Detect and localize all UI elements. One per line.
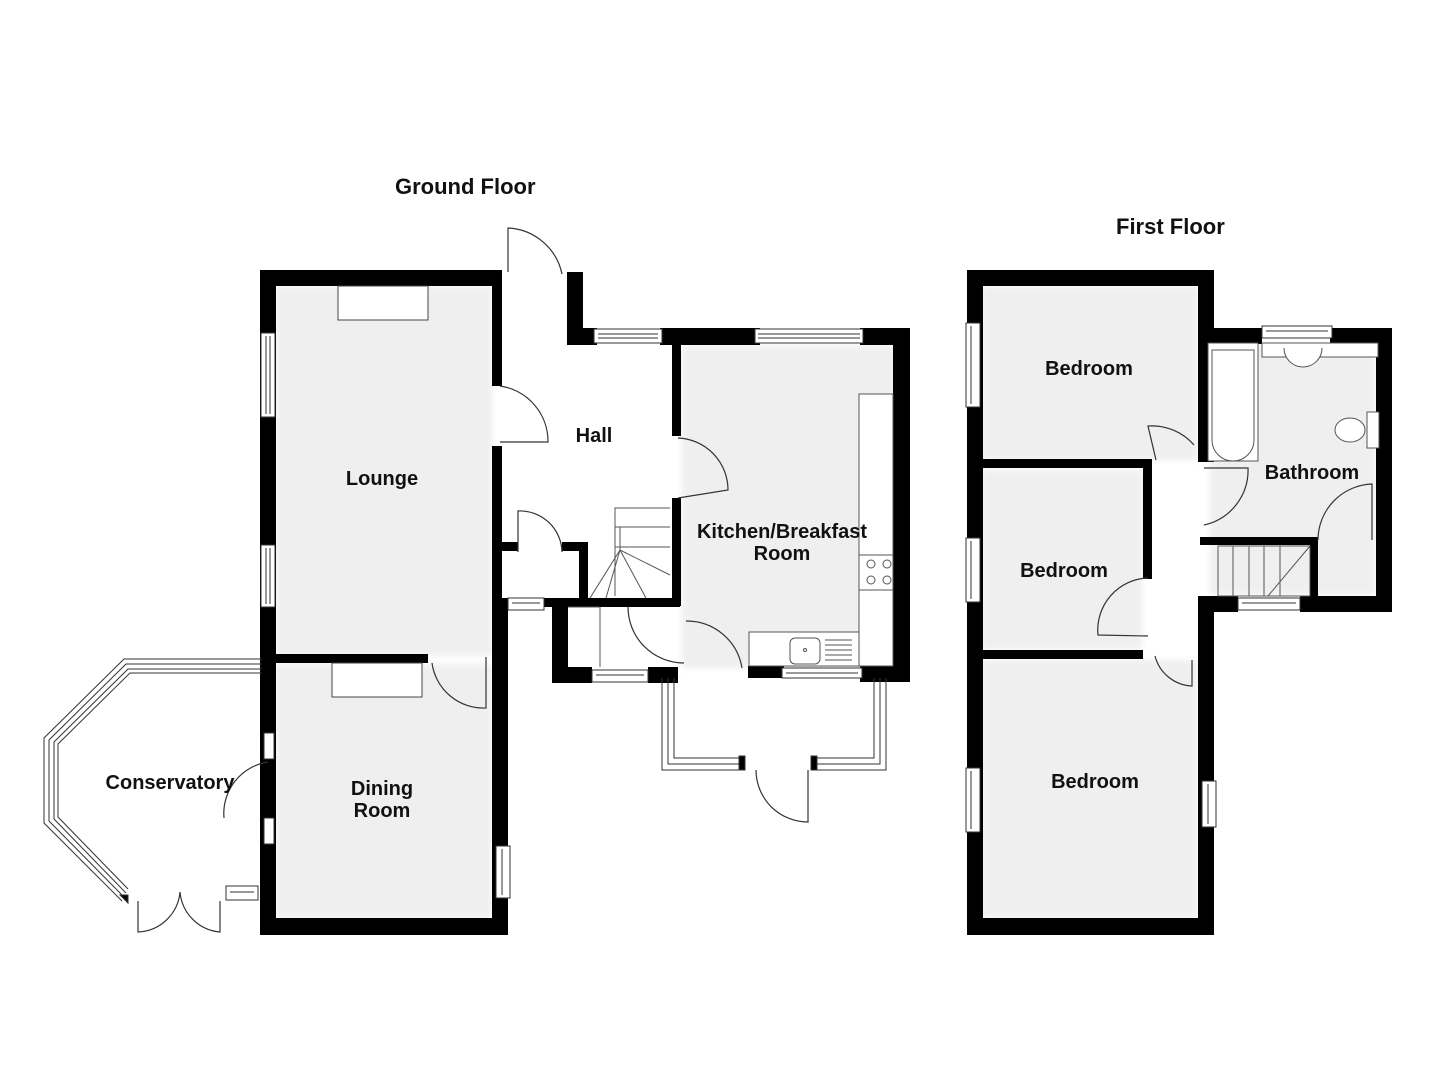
room-label-lounge: Lounge [345,468,419,490]
room-label-line: Room [753,543,811,565]
room-label-line: Kitchen/Breakfast [696,521,868,543]
ground-floor-title: Ground Floor [395,174,536,199]
room-label-kitchen-breakfast-room: Kitchen/Breakfast Room [697,521,867,565]
room-label-bathroom: Bathroom [1264,462,1360,484]
conservatory-glazing [43,658,262,905]
ground-floor-stairs [568,507,671,667]
first-floor-stairs [1217,545,1311,597]
ground-floor-windows [225,328,864,901]
ground-floor-doors [137,227,809,933]
room-label-bedroom-3: Bedroom [1051,771,1139,793]
room-label-dining-room: Dining Room [351,778,413,822]
ground-floor-plan [43,227,910,935]
fireplaces [331,285,429,698]
room-label-bedroom-1: Bedroom [1045,358,1133,380]
first-floor-plan [965,270,1392,935]
room-label-bedroom-2: Bedroom [1020,560,1108,582]
porch [661,678,887,771]
first-floor-title: First Floor [1116,214,1225,239]
room-label-conservatory: Conservatory [105,772,235,794]
first-floor-windows [965,322,1333,833]
bathroom-fixtures [1207,342,1380,462]
room-label-line: Dining [350,778,414,800]
room-label-line: Room [353,800,411,822]
room-label-hall: Hall [575,425,613,447]
first-floor-doors [1097,425,1373,687]
ground-floor-walls [260,270,910,935]
kitchen-units [748,393,894,667]
